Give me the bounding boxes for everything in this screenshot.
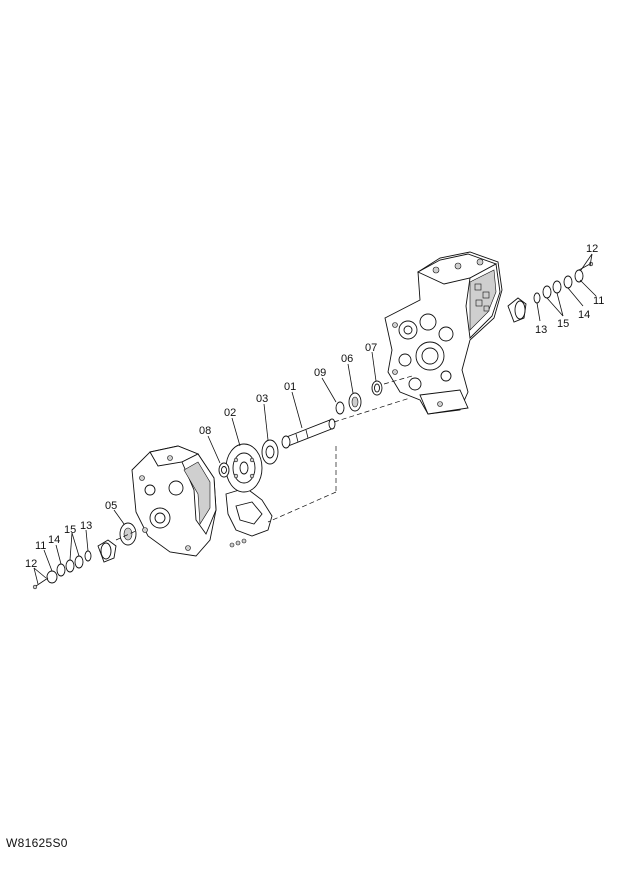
label-03: 03: [256, 393, 268, 405]
leader-lines: [33, 253, 597, 585]
label-07: 07: [365, 342, 377, 354]
label-14-right: 14: [578, 309, 590, 321]
assembly-centerlines: [115, 375, 413, 541]
gear-02: [225, 443, 263, 493]
left-flange-assembly: [32, 539, 117, 590]
bearing-03: [261, 439, 279, 465]
label-12-right: 12: [586, 243, 598, 255]
seal-07: [371, 380, 383, 396]
bearing-05: [119, 522, 137, 546]
label-15-left: 15: [64, 524, 76, 536]
ring-08: [218, 462, 230, 478]
label-06: 06: [341, 353, 353, 365]
label-13-left: 13: [80, 520, 92, 532]
label-11-left: 11: [35, 540, 46, 552]
bearing-06: [348, 392, 362, 412]
label-15-right: 15: [557, 318, 569, 330]
drawing-code: W81625S0: [6, 836, 68, 850]
ring-09: [335, 401, 345, 415]
part-labels: 01 02 03 05 06 07 08 09 11 12 13 14 15 1…: [25, 243, 604, 570]
label-14-left: 14: [48, 534, 60, 546]
shaft-01: [281, 418, 336, 449]
label-02: 02: [224, 407, 236, 419]
label-09: 09: [314, 367, 326, 379]
label-12-left: 12: [25, 558, 37, 570]
label-05: 05: [105, 500, 117, 512]
left-transmission-housing: [131, 445, 217, 557]
label-01: 01: [284, 381, 296, 393]
right-transmission-housing: [384, 251, 503, 415]
shaft-cover-plate: [225, 487, 273, 548]
right-flange-assembly: [507, 261, 594, 323]
label-13-right: 13: [535, 324, 547, 336]
label-08: 08: [199, 425, 211, 437]
label-11-right: 11: [593, 295, 604, 307]
